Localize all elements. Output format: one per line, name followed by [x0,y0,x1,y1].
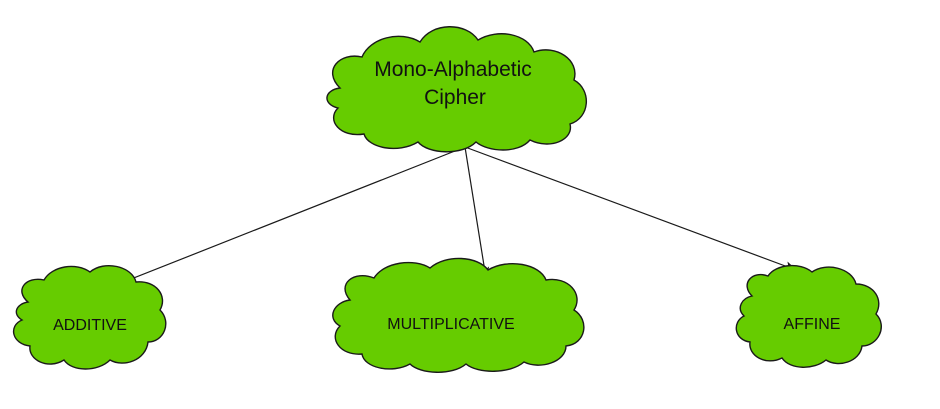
additive-label: ADDITIVE [53,317,127,334]
edge-root-to-affine [464,146,797,271]
edge-root-to-additive [115,146,466,286]
additive-cloud-shape [12,264,167,370]
root-cloud-shape [326,26,588,153]
edge-root-to-multiplicative [464,146,490,279]
affine-cloud-shape [735,265,882,368]
child-node-multiplicative: MULTIPLICATIVE [332,257,585,373]
root-node: Mono-Alphabetic Cipher [326,26,588,153]
child-node-affine: AFFINE [735,265,882,368]
root-label-line-1: Mono-Alphabetic [374,58,532,81]
affine-label: AFFINE [784,316,841,333]
child-node-additive: ADDITIVE [12,264,167,370]
edges [115,146,797,286]
multiplicative-label: MULTIPLICATIVE [387,316,514,333]
root-label-line-2: Cipher [424,86,486,109]
multiplicative-cloud-shape [332,257,585,373]
